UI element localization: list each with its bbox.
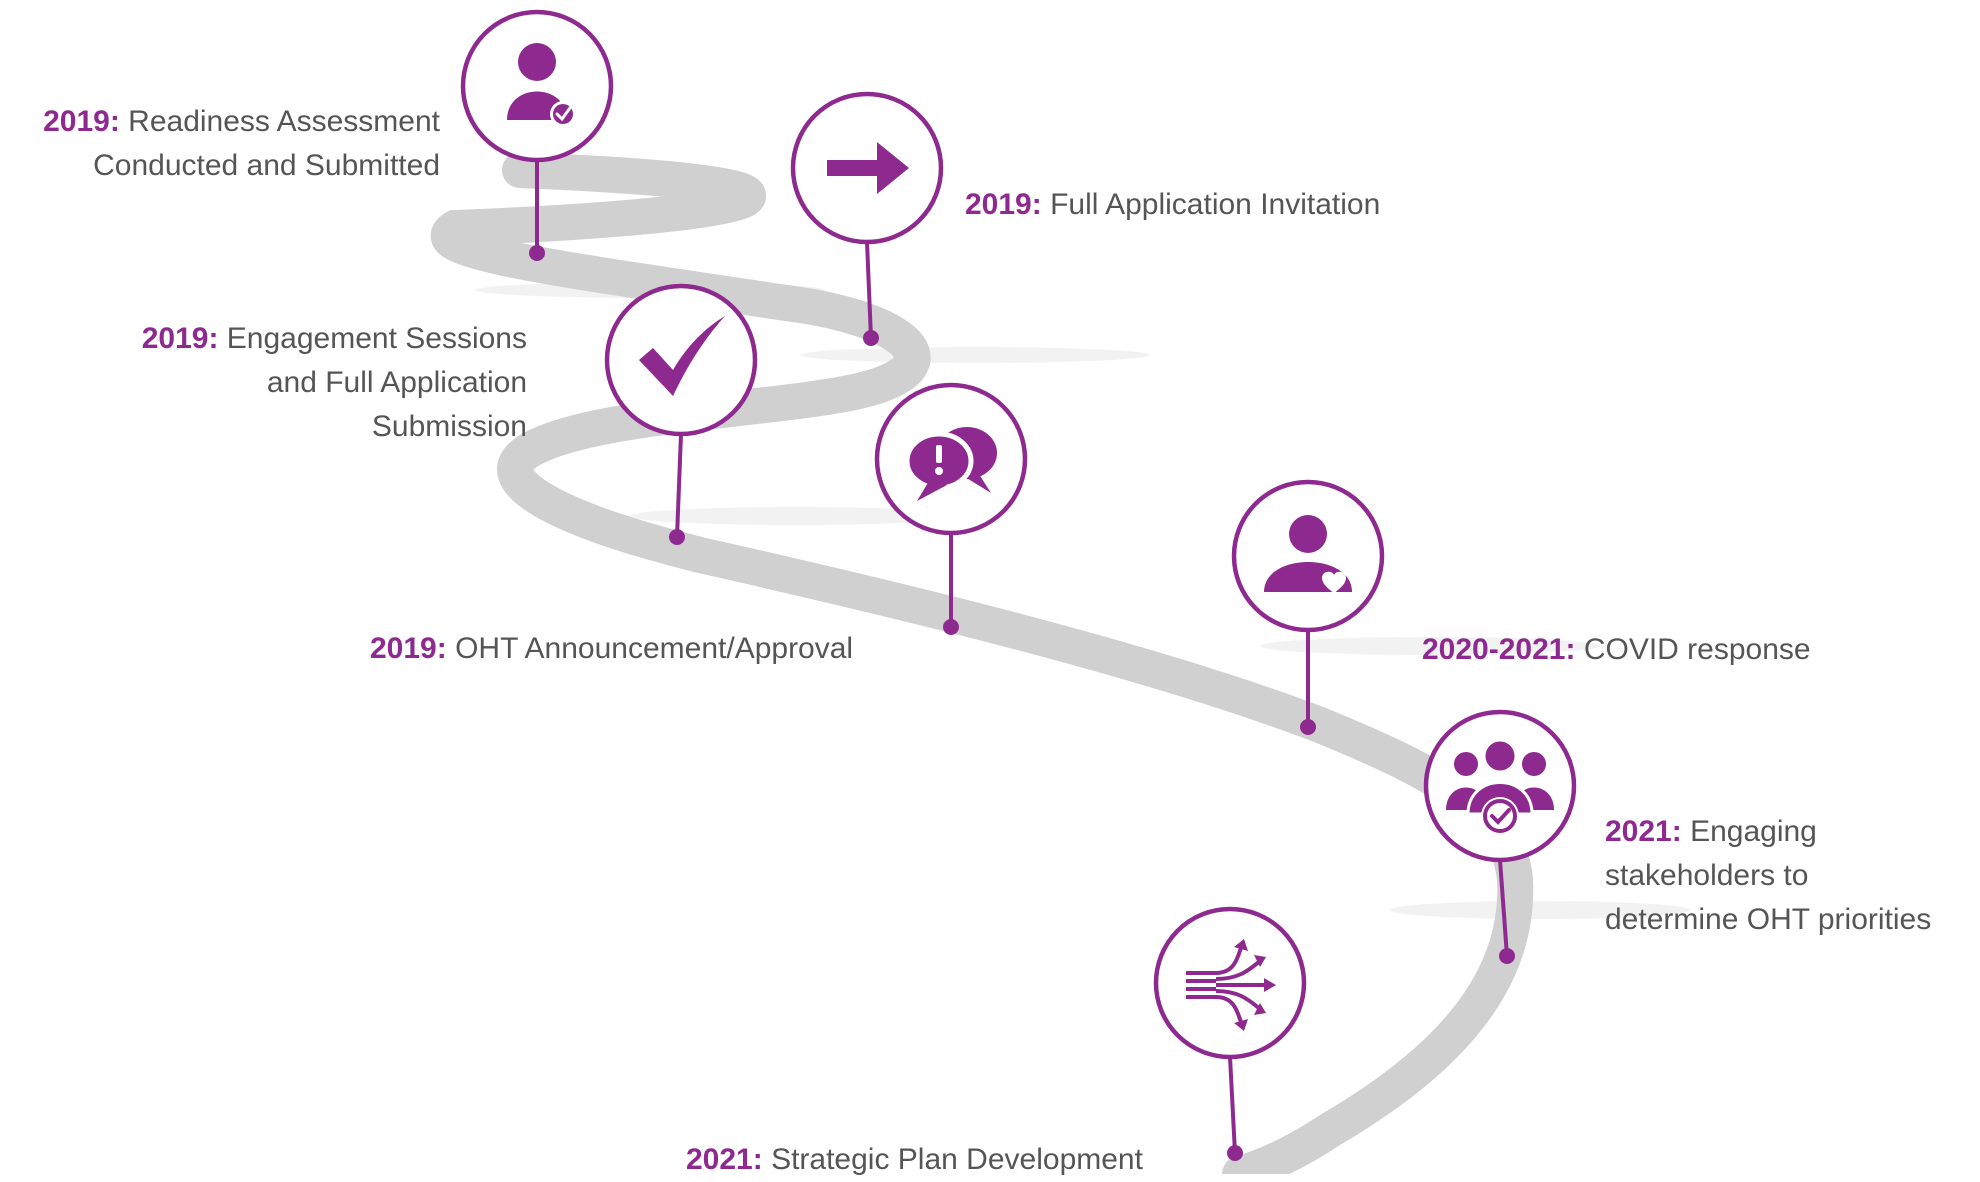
pin-dot bbox=[1300, 719, 1316, 735]
pin-dot bbox=[943, 619, 959, 635]
arrow-right-icon bbox=[827, 142, 909, 194]
milestone-pins bbox=[460, 9, 1577, 1161]
pin-stem bbox=[675, 433, 683, 538]
milestone-pin bbox=[460, 9, 614, 261]
pin-dot bbox=[1227, 1145, 1243, 1161]
pin-circle bbox=[1231, 479, 1385, 633]
milestone-pin bbox=[790, 91, 944, 346]
milestone-label: 2019: Full Application Invitation bbox=[965, 183, 1485, 227]
diverging-arrows-icon bbox=[1186, 939, 1276, 1031]
milestone-year: 2021: bbox=[686, 1143, 763, 1176]
pin-dot bbox=[529, 245, 545, 261]
milestone-pin bbox=[1231, 479, 1385, 735]
person-heart-icon bbox=[1264, 515, 1352, 594]
milestone-text-line: stakeholders to bbox=[1605, 859, 1809, 892]
checkmark-icon bbox=[639, 316, 725, 396]
milestone-text-line: Strategic Plan Development bbox=[771, 1143, 1143, 1176]
milestone-pin bbox=[874, 382, 1028, 635]
milestone-label: 2021: Strategic Plan Development bbox=[686, 1138, 1246, 1182]
milestone-year: 2020-2021: bbox=[1422, 633, 1576, 666]
speech-bubbles-icon bbox=[904, 427, 997, 501]
shadow bbox=[1260, 637, 1600, 655]
milestone-label: 2019: Readiness Assessment Conducted and… bbox=[0, 100, 440, 188]
shadow bbox=[1390, 901, 1690, 919]
pin-stem bbox=[1498, 859, 1509, 957]
milestone-text-line: Conducted and Submitted bbox=[93, 149, 440, 182]
milestone-text-line: OHT Announcement/Approval bbox=[455, 632, 854, 665]
group-check-icon bbox=[1446, 738, 1554, 835]
milestone-year: 2019: bbox=[43, 105, 120, 138]
milestone-label: 2021: Engaging stakeholders to determine… bbox=[1605, 810, 1975, 942]
milestone-pin bbox=[1153, 906, 1307, 1161]
milestone-label: 2019: Engagement Sessions and Full Appli… bbox=[0, 317, 527, 449]
milestone-label: 2019: OHT Announcement/Approval bbox=[370, 627, 970, 671]
pin-circle bbox=[460, 9, 614, 163]
milestone-label: 2020-2021: COVID response bbox=[1422, 628, 1942, 672]
milestone-text-line: Readiness Assessment bbox=[128, 105, 440, 138]
milestone-text-line: determine OHT priorities bbox=[1605, 903, 1932, 936]
milestone-year: 2019: bbox=[141, 322, 219, 355]
pin-stem bbox=[1228, 1056, 1237, 1154]
pin-dot bbox=[863, 330, 879, 346]
milestone-text-line: Engagement Sessions bbox=[226, 322, 527, 355]
milestone-year: 2019: bbox=[370, 632, 447, 665]
pin-stem bbox=[865, 241, 873, 339]
person-check-icon bbox=[507, 43, 576, 127]
shadow bbox=[630, 507, 960, 525]
milestone-pin bbox=[604, 283, 758, 545]
milestone-text-line: Full Application Invitation bbox=[1050, 188, 1381, 221]
milestone-year: 2019: bbox=[965, 188, 1042, 221]
pin-dot bbox=[1499, 948, 1515, 964]
pin-dot bbox=[669, 529, 685, 545]
milestone-year: 2021: bbox=[1605, 815, 1682, 848]
winding-road bbox=[430, 152, 1534, 1174]
shadow bbox=[800, 347, 1150, 363]
milestone-text-line: COVID response bbox=[1583, 633, 1811, 666]
milestone-text-line: and Full Application bbox=[266, 366, 527, 399]
milestone-text-line: Submission bbox=[371, 410, 527, 443]
milestone-pin bbox=[1423, 709, 1577, 964]
milestone-text-line: Engaging bbox=[1690, 815, 1817, 848]
